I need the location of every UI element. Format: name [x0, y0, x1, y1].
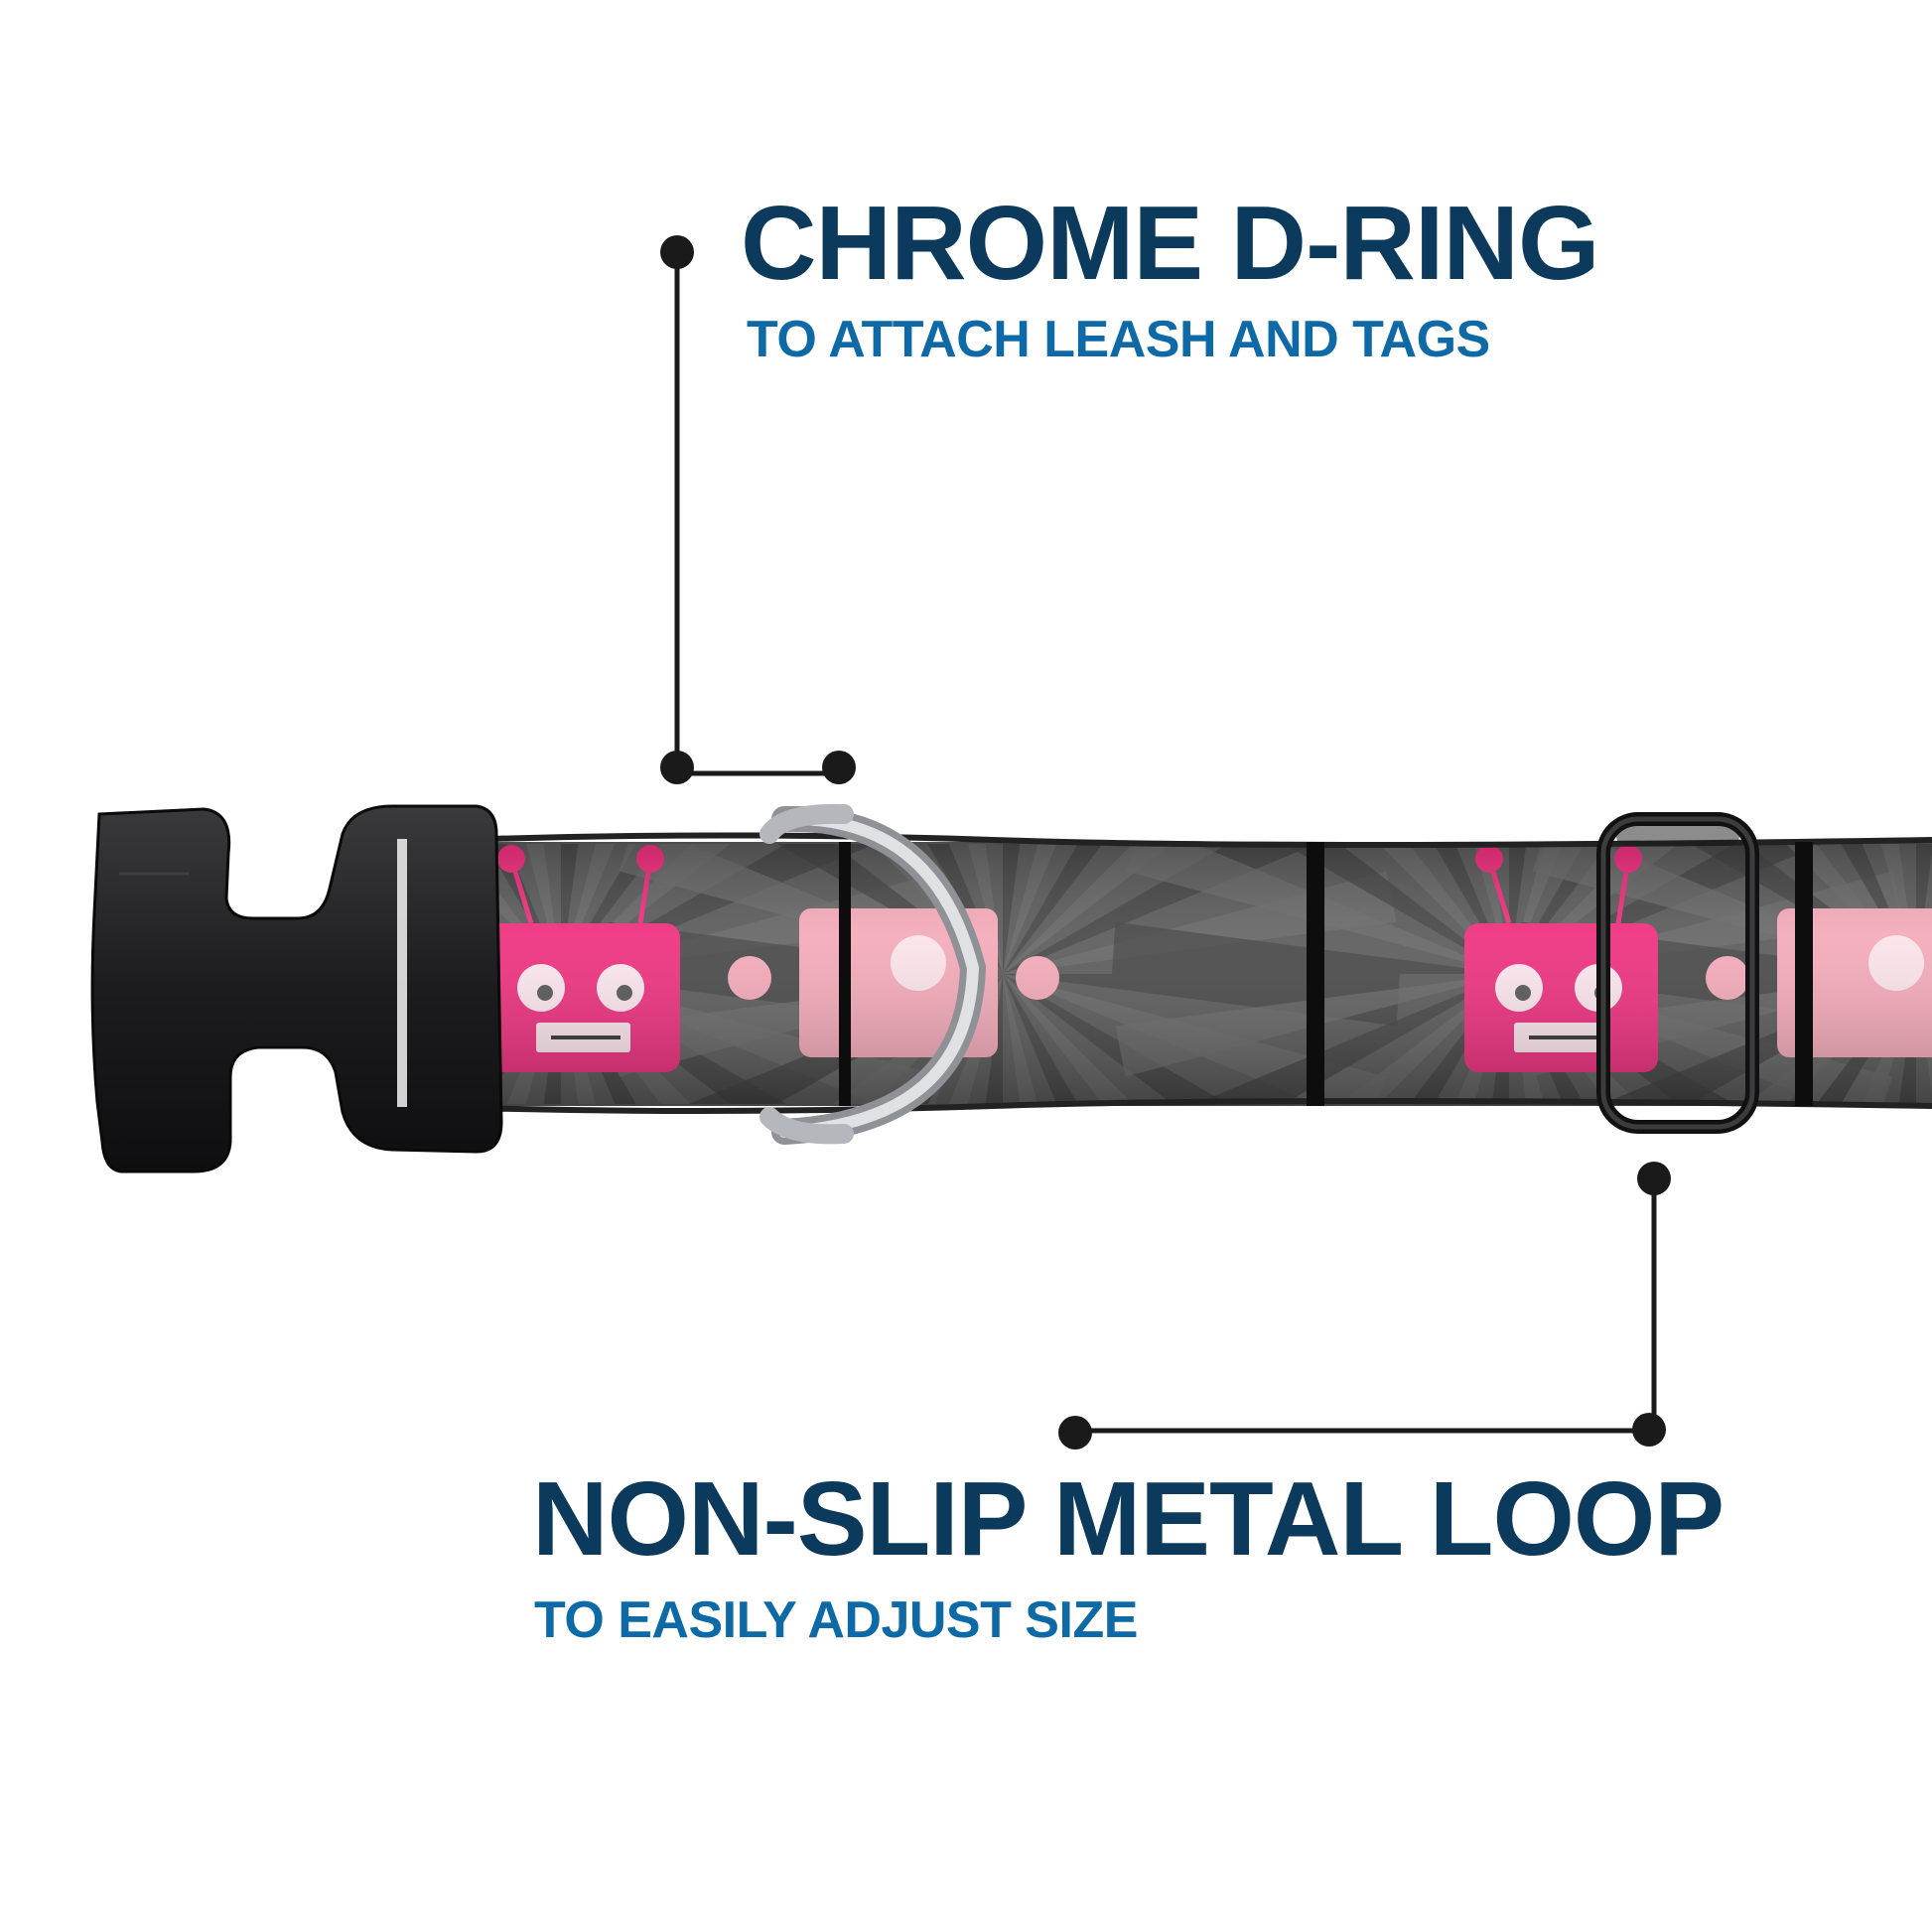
- strap-shading: [407, 842, 1932, 1106]
- loop-icon: [1596, 812, 1759, 1134]
- strap-seam: [1795, 842, 1813, 1106]
- d-ring-callout: [660, 235, 856, 784]
- strap-seam: [1307, 842, 1324, 1106]
- d-ring-subtitle: TO ATTACH LEASH AND TAGS: [747, 311, 1490, 368]
- metal-loop-subtitle: TO EASILY ADJUST SIZE: [534, 1591, 1138, 1649]
- metal-loop-callout: [1058, 1162, 1671, 1449]
- d-ring-icon: [759, 803, 987, 1145]
- callout-dot: [822, 751, 856, 784]
- metal-loop-title: NON-SLIP METAL LOOP: [532, 1460, 1725, 1578]
- buckle-icon: [90, 804, 503, 1173]
- callout-dot: [1058, 1416, 1092, 1449]
- d-ring-title: CHROME D-RING: [741, 185, 1599, 302]
- strap-edge-bottom: [406, 1098, 1932, 1114]
- strap-edge-top: [406, 832, 1932, 848]
